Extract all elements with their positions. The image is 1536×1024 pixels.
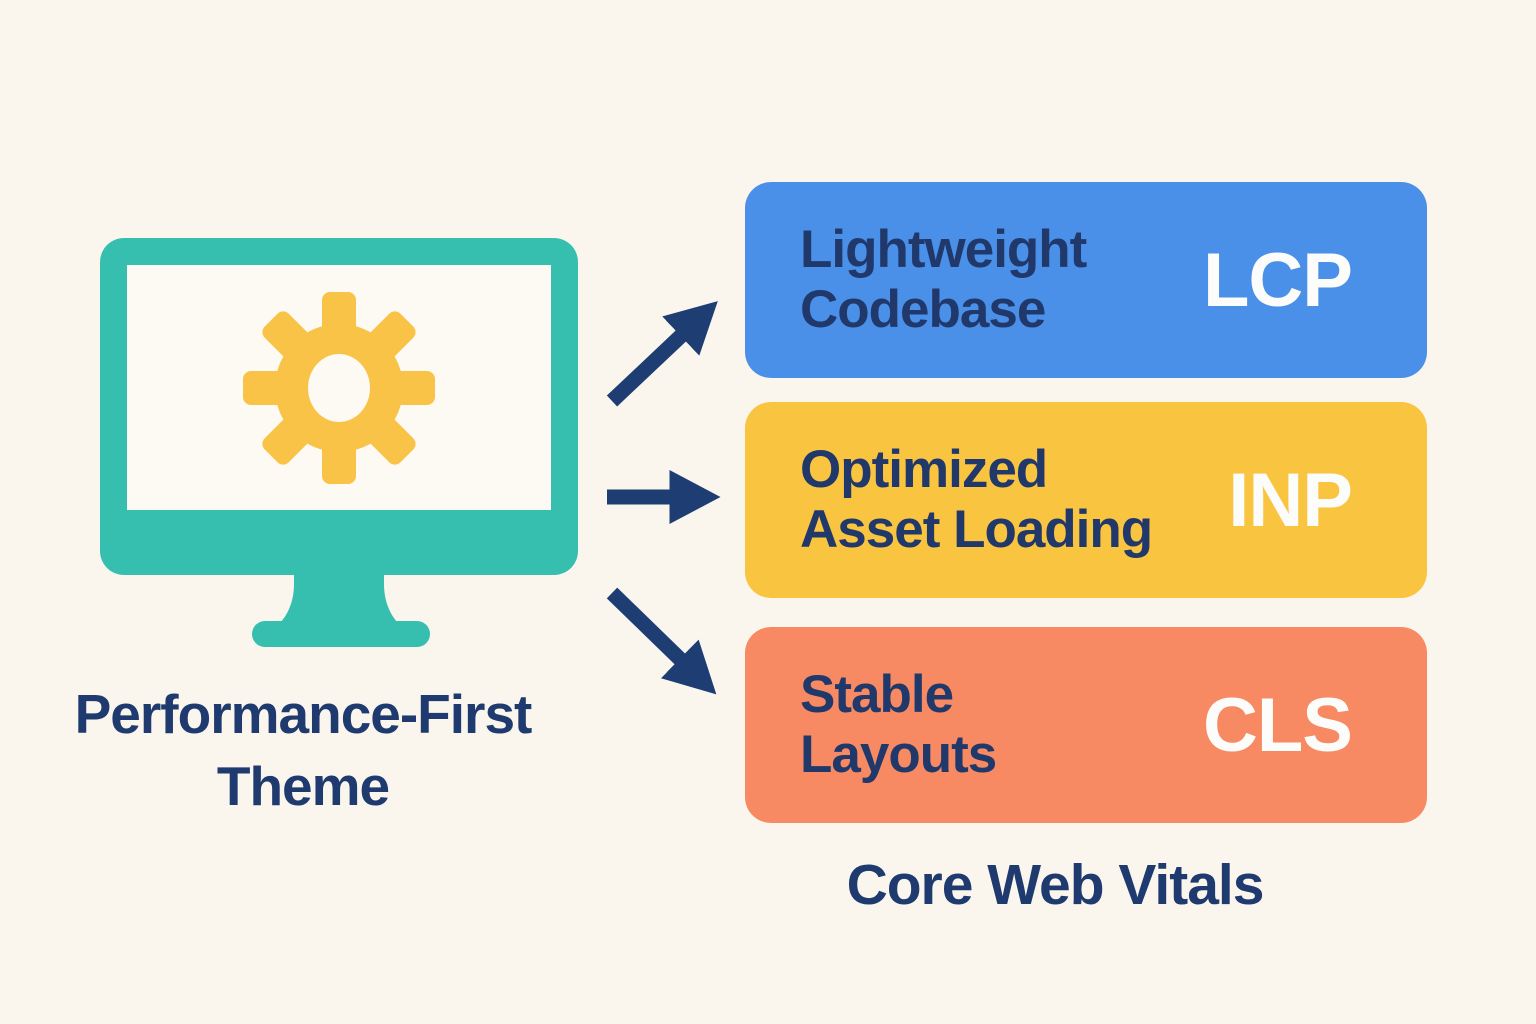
- vital-box-label: Lightweight Codebase: [800, 220, 1087, 340]
- vital-box-lcp: Lightweight Codebase LCP: [745, 182, 1427, 378]
- vital-box-label-line2: Asset Loading: [800, 500, 1153, 559]
- vital-box-inp: Optimized Asset Loading INP: [745, 402, 1427, 598]
- vital-box-label-line2: Layouts: [800, 725, 997, 784]
- vital-box-label-line1: Optimized: [800, 440, 1048, 499]
- vital-box-label-line1: Stable: [800, 665, 954, 724]
- vital-box-label-line2: Codebase: [800, 280, 1046, 339]
- arrow-up-right-icon: [606, 301, 718, 407]
- vital-box-label: Stable Layouts: [800, 665, 997, 785]
- vital-box-label-line1: Lightweight: [800, 220, 1087, 279]
- vital-box-cls: Stable Layouts CLS: [745, 627, 1427, 823]
- gear-icon: [243, 292, 435, 484]
- arrows-group: [606, 301, 721, 695]
- core-web-vitals-label: Core Web Vitals: [846, 853, 1265, 917]
- vital-box-acronym: CLS: [1203, 682, 1353, 768]
- theme-title-line1: Performance-First: [74, 683, 533, 745]
- theme-title: Performance-First Theme: [53, 678, 553, 822]
- arrow-down-right-icon: [606, 587, 717, 695]
- vital-box-label: Optimized Asset Loading: [800, 440, 1153, 560]
- theme-title-line2: Theme: [216, 755, 390, 817]
- vital-box-acronym: LCP: [1203, 237, 1353, 323]
- vital-box-acronym: INP: [1228, 457, 1353, 543]
